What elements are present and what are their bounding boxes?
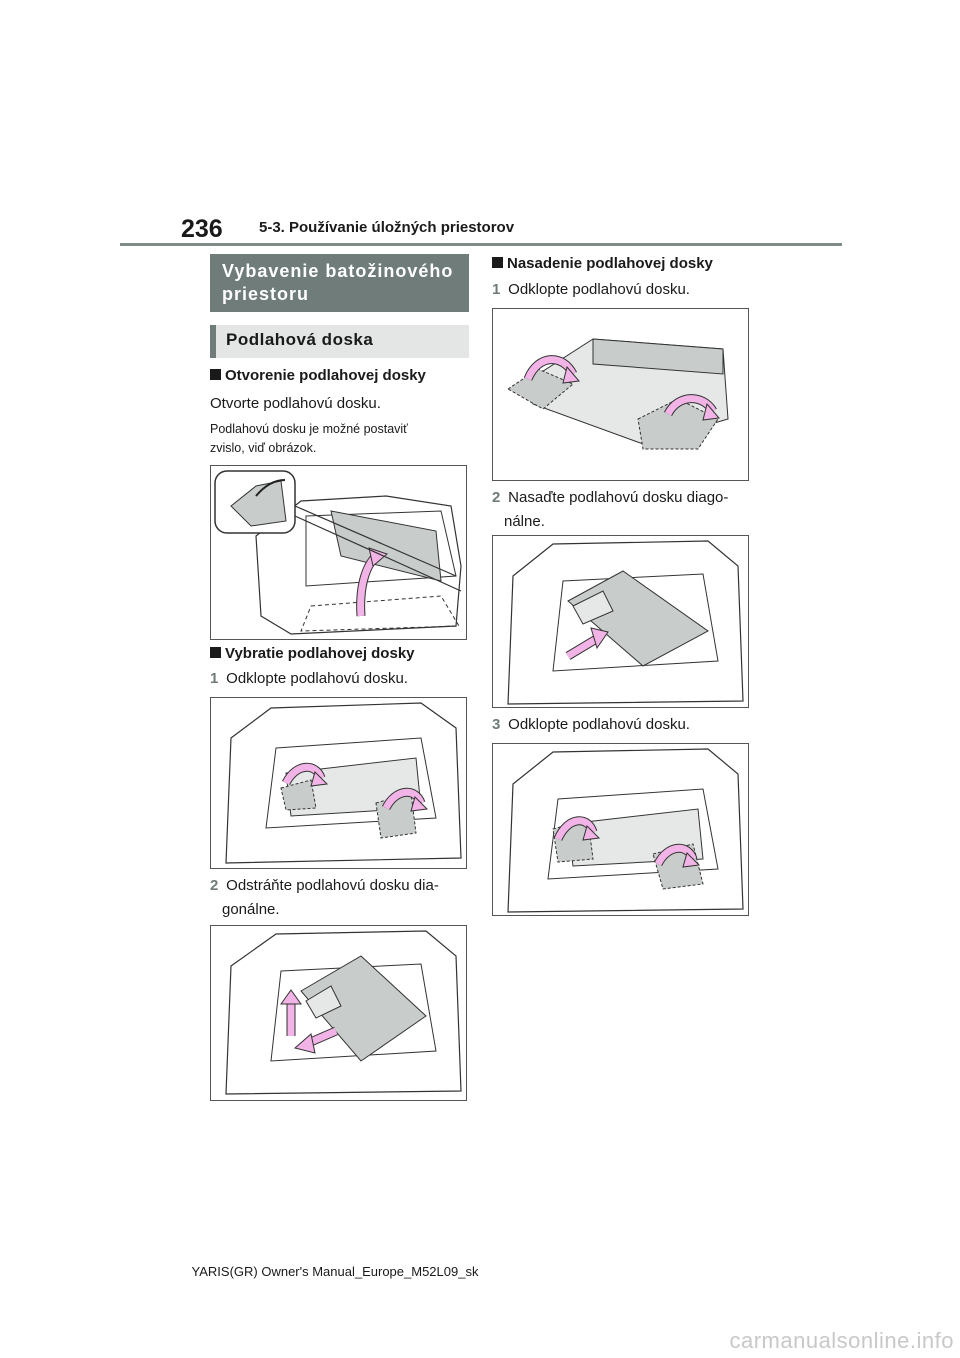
step-number: 1 [492,281,501,298]
open-board-text: Otvorte podlahovú dosku. [210,395,381,412]
install-step-1: 1 Odklopte podlahovú dosku. [492,278,690,302]
illustration-install-step2 [492,535,749,708]
section-title-box: Vybavenie batožinového priestoru [210,254,469,312]
illustration-install-step3 [492,743,749,916]
illustration-install-step1 [492,308,749,481]
open-board-note-line1: Podlahovú dosku je možné postaviť [210,422,408,436]
install-step-2-cont: nálne. [504,513,545,530]
step-number: 2 [210,877,219,894]
install-step-2: 2 Nasaďte podlahovú dosku diago- [492,486,728,510]
step-text: Odklopte podlahovú dosku. [508,281,690,298]
watermark: carmanualsonline.info [729,1328,954,1353]
remove-board-heading-text: Vybratie podlahovej dosky [225,645,415,662]
illustration-remove-step1 [210,697,467,869]
section-title-line2: priestoru [222,284,310,304]
step-text: Odklopte podlahovú dosku. [226,670,408,687]
open-board-heading: Otvorenie podlahovej dosky [210,367,426,384]
open-board-note-line2: zvislo, viď obrázok. [210,441,317,455]
square-bullet-icon [210,369,221,380]
install-step-3: 3 Odklopte podlahovú dosku. [492,713,690,737]
install-board-heading-text: Nasadenie podlahovej dosky [507,255,713,272]
step-text: Odstráňte podlahovú dosku dia- [226,877,439,894]
square-bullet-icon [210,647,221,658]
remove-board-heading: Vybratie podlahovej dosky [210,645,415,662]
illustration-open-board [210,465,467,640]
remove-step-2: 2 Odstráňte podlahovú dosku dia- [210,874,439,898]
header-divider [120,243,842,246]
open-board-heading-text: Otvorenie podlahovej dosky [225,367,426,384]
section-title-line1: Vybavenie batožinového [222,261,454,281]
illustration-remove-step2 [210,925,467,1101]
remove-step-1: 1 Odklopte podlahovú dosku. [210,667,408,691]
page-number: 236 [181,215,223,243]
step-number: 2 [492,489,501,506]
step-text: Nasaďte podlahovú dosku diago- [508,489,729,506]
page-footer: YARIS(GR) Owner's Manual_Europe_M52L09_s… [0,1264,960,1279]
subsection-title: Podlahová doska [210,325,469,358]
remove-step-2-cont: gonálne. [222,901,280,918]
step-number: 3 [492,716,501,733]
step-number: 1 [210,670,219,687]
section-header-title: 5-3. Používanie úložných priestorov [259,219,515,236]
footer-text: YARIS(GR) Owner's Manual_Europe_M52L09_s… [191,1264,479,1279]
square-bullet-icon [492,257,503,268]
install-board-heading: Nasadenie podlahovej dosky [492,255,713,272]
step-text: Odklopte podlahovú dosku. [508,716,690,733]
